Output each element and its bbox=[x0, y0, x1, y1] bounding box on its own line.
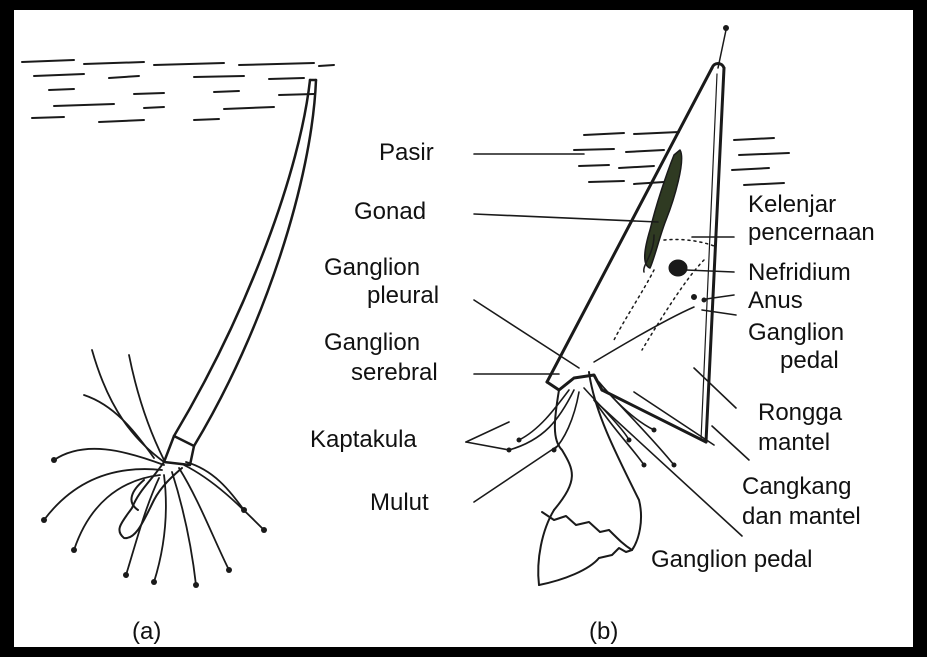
label-nefridium: Nefridium bbox=[748, 258, 851, 288]
shell-b bbox=[547, 30, 726, 442]
label-cangkang-line2: dan mantel bbox=[742, 502, 861, 532]
label-ganglion-serebral-line2: serebral bbox=[351, 358, 438, 388]
label-rongga-line2: mantel bbox=[758, 428, 830, 458]
label-pasir: Pasir bbox=[379, 138, 434, 168]
label-rongga-line1: Rongga bbox=[758, 398, 842, 428]
caption-a: (a) bbox=[132, 618, 161, 646]
label-ganglion-pleural-line2: pleural bbox=[367, 281, 439, 311]
label-ganglion-pedal-right-line1: Ganglion bbox=[748, 318, 844, 348]
caption-b: (b) bbox=[589, 618, 618, 646]
nefridium-shape bbox=[669, 260, 687, 276]
captacula-a bbox=[44, 350, 264, 585]
label-ganglion-serebral-line1: Ganglion bbox=[324, 328, 420, 358]
label-kelenjar-line2: pencernaan bbox=[748, 218, 875, 248]
label-anus: Anus bbox=[748, 286, 803, 316]
figure-panel: Pasir Gonad Ganglion pleural Ganglion se… bbox=[14, 10, 913, 647]
shell-a bbox=[164, 80, 316, 465]
sand-surface-a bbox=[22, 60, 334, 122]
gonad-shape bbox=[645, 150, 682, 268]
label-ganglion-pleural-line1: Ganglion bbox=[324, 253, 420, 283]
label-ganglion-pedal-right-line2: pedal bbox=[780, 346, 839, 376]
captacula-tips-b bbox=[507, 428, 677, 468]
captacula-b bbox=[509, 382, 674, 465]
foot-b bbox=[538, 372, 641, 585]
label-cangkang-line1: Cangkang bbox=[742, 472, 851, 502]
label-kelenjar-line1: Kelenjar bbox=[748, 190, 836, 220]
label-ganglion-pedal-bottom: Ganglion pedal bbox=[651, 545, 812, 575]
label-kaptakula: Kaptakula bbox=[310, 425, 417, 455]
label-mulut: Mulut bbox=[370, 488, 429, 518]
leader-lines bbox=[466, 154, 749, 536]
label-gonad: Gonad bbox=[354, 197, 426, 227]
